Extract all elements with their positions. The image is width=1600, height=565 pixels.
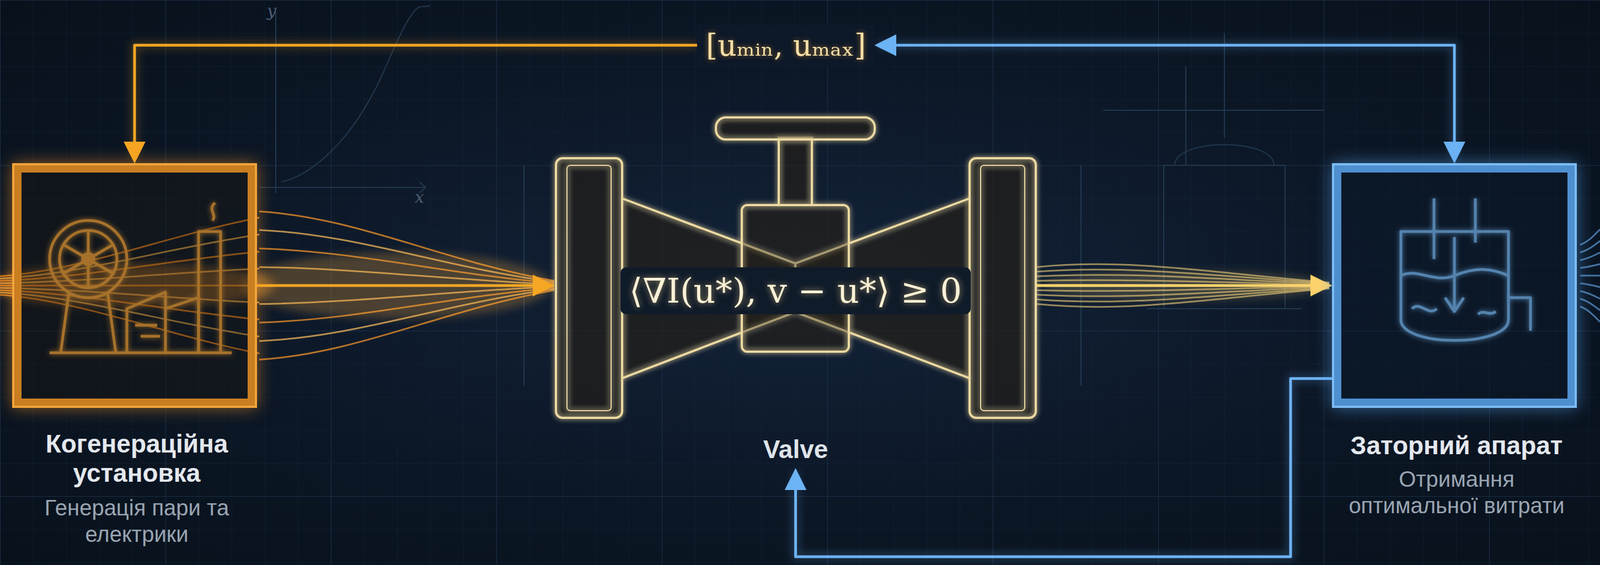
node-heading: Заторний апарат: [1318, 431, 1595, 461]
flow-connector: [878, 45, 1455, 160]
optimality-formula: ⟨∇I(u*), v − u*⟩ ≥ 0: [620, 267, 971, 315]
connector-group: [257, 285, 551, 287]
connector-group: [1036, 285, 1329, 287]
range-text: [uₘᵢₙ, uₘₐₓ]: [705, 28, 866, 63]
connector-glow: [795, 378, 1333, 558]
blue-stream: [1580, 283, 1600, 288]
blue-stream: [1580, 275, 1600, 277]
flow-connector: [257, 284, 551, 288]
blue-stream: [1580, 241, 1600, 253]
connector-glow: [878, 45, 1455, 160]
node-subtitle: Отримання оптимальної витрати: [1343, 466, 1570, 519]
range-bracket: [uₘᵢₙ, uₘₐₓ]: [697, 24, 875, 67]
connector-group: [795, 378, 1333, 558]
axis-label: y: [266, 1, 277, 21]
blueprint-sketch: [259, 5, 1324, 387]
stream-glow: [242, 252, 552, 319]
valve-body: [555, 117, 1036, 419]
connector-glow: [134, 45, 698, 160]
blue-stream: [1580, 306, 1600, 323]
yellow-stream: [1036, 285, 1330, 287]
flow-connector: [1036, 284, 1329, 288]
valve-node: ⟨∇I(u*), v − u*⟩ ≥ 0 Valve: [554, 115, 1037, 469]
connector-glow: [257, 282, 551, 290]
connector-glow: [1036, 282, 1329, 290]
axis-label: x: [414, 187, 425, 207]
connector-group: [134, 45, 698, 160]
cogeneration-unit-box: Когенераційна установкаГенерація пари та…: [12, 163, 258, 409]
mash-tun-box: Заторний апаратОтримання оптимальної вит…: [1331, 163, 1577, 409]
blue-stream: [1580, 264, 1600, 269]
flow-connector: [134, 45, 698, 160]
flow-connector: [795, 378, 1333, 558]
blue-stream: [1580, 252, 1600, 261]
connector-group: [878, 45, 1455, 160]
node-subtitle: Генерація пари та електрики: [43, 494, 231, 548]
valve-label: Valve: [763, 434, 829, 465]
node-heading: Когенераційна установка: [9, 429, 264, 489]
blue-stream: [1580, 291, 1600, 299]
